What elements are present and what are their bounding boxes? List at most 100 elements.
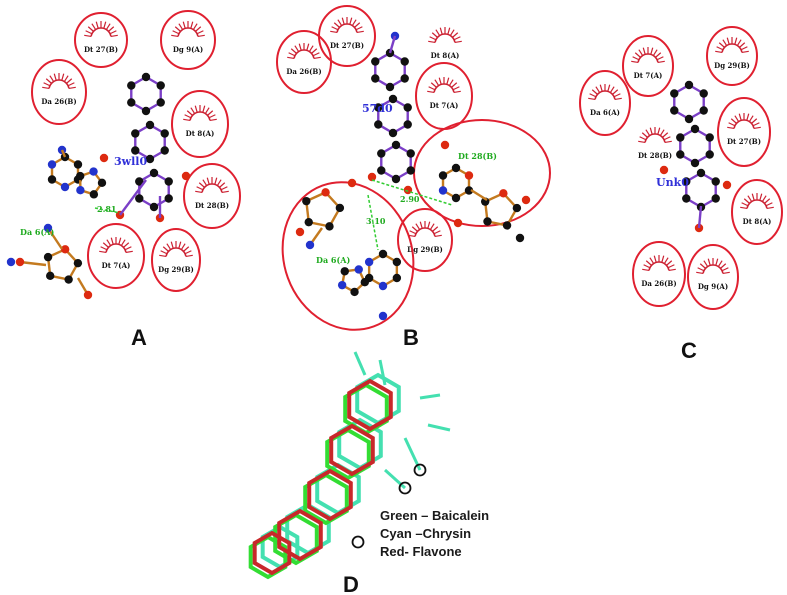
- hbond-line: [367, 194, 379, 251]
- atom: [156, 98, 165, 107]
- hydrophobic-arc: [594, 90, 616, 100]
- legend-baicalein: Green – Baicalein: [380, 508, 489, 523]
- atom: [403, 120, 412, 129]
- hydrophobic-spoke: [105, 23, 111, 30]
- atom: [321, 188, 330, 197]
- hydrophobic-arc: [48, 79, 70, 89]
- hydrophobic-spoke: [183, 246, 190, 252]
- residue-label: Dg 29(B): [407, 245, 443, 254]
- hydrophobic-arc: [165, 247, 187, 257]
- hydrophobic-spoke: [639, 136, 647, 141]
- residue-contact: Da 26(B): [31, 59, 87, 125]
- hydrophobic-spoke: [306, 43, 310, 51]
- hydrophobic-spoke: [659, 129, 665, 136]
- hydrophobic-spoke: [351, 19, 357, 26]
- residue-circle: [717, 97, 771, 167]
- hydrophobic-spoke: [747, 195, 753, 202]
- hbond-distance-b1: 2.90: [400, 194, 420, 204]
- hydrophobic-spoke: [653, 255, 657, 263]
- hydrophobic-spoke: [312, 52, 320, 57]
- atom: [89, 190, 99, 199]
- wire-ring: [277, 508, 323, 562]
- hydrophobic-spoke: [209, 118, 217, 122]
- hydrophobic-spoke: [63, 75, 69, 82]
- atom: [135, 194, 144, 203]
- hydrophobic-spoke: [349, 17, 353, 25]
- atom: [406, 166, 415, 175]
- hydrophobic-spoke: [221, 190, 229, 194]
- atom: [64, 275, 73, 284]
- hydrophobic-spoke: [207, 110, 214, 116]
- hydrophobic-arc: [433, 83, 455, 93]
- hydrophobic-spoke: [734, 115, 740, 122]
- hydrophobic-spoke: [415, 223, 421, 230]
- hydrophobic-spoke: [454, 40, 462, 44]
- atom: [305, 240, 315, 250]
- wire-bond: [427, 423, 451, 432]
- wire-flavone: [252, 378, 393, 576]
- hydrophobic-spoke: [699, 263, 706, 269]
- residue-label: Dt 28(B): [638, 151, 672, 160]
- hydrophobic-spoke: [202, 105, 206, 113]
- hydrophobic-spoke: [452, 86, 460, 91]
- atom: [391, 174, 401, 184]
- residue-dt28-b: [438, 140, 531, 243]
- hydrophobic-spoke: [95, 21, 99, 29]
- residue-label: Dt 8(A): [743, 217, 772, 226]
- residue-contact: Dg 29(B): [151, 228, 201, 292]
- atom: [400, 57, 409, 66]
- atom: [684, 80, 694, 90]
- hydrophobic-spoke: [103, 21, 107, 29]
- atom: [99, 153, 109, 163]
- residue-label: Dg 29(B): [158, 265, 194, 274]
- hydrophobic-spoke: [192, 23, 198, 30]
- bond: [47, 227, 63, 250]
- hydrophobic-spoke: [748, 115, 754, 122]
- residue-label: Dt 27(B): [727, 137, 761, 146]
- residue-circle: [415, 62, 473, 130]
- hydrophobic-spoke: [428, 86, 436, 91]
- hydrophobic-spoke: [162, 246, 169, 252]
- hydrophobic-spoke: [607, 84, 611, 92]
- molecules-layer: [6, 31, 732, 321]
- residue-da6-a: [6, 145, 121, 300]
- residue-contact: Dt 8(A): [731, 179, 783, 245]
- hydrophobic-spoke: [429, 36, 437, 41]
- hydrophobic-arc: [721, 43, 743, 53]
- atom: [131, 146, 140, 155]
- hydrophobic-spoke: [49, 75, 55, 82]
- atom: [438, 171, 448, 180]
- oxygen-marker: [351, 535, 365, 549]
- hydrophobic-spoke: [696, 271, 704, 275]
- residue-contact: Dt 8(A): [428, 27, 462, 60]
- hydrophobic-arc: [201, 183, 223, 193]
- residue-circle: [318, 5, 376, 67]
- atom: [371, 74, 380, 83]
- hydrophobic-spoke: [766, 206, 774, 210]
- atom: [499, 189, 508, 198]
- hydrophobic-spoke: [356, 30, 364, 34]
- hydrophobic-spoke: [632, 56, 640, 61]
- hydrophobic-spoke: [453, 36, 461, 41]
- residue-label: Da 6(A): [590, 108, 620, 117]
- atom: [347, 178, 357, 188]
- bond: [470, 188, 488, 202]
- ligand-c: [659, 80, 732, 233]
- hydrophobic-arc: [637, 53, 659, 63]
- hydrophobic-spoke: [746, 113, 750, 121]
- residue-circle: [706, 26, 758, 86]
- atom: [377, 166, 386, 175]
- atom: [149, 202, 159, 212]
- hydrophobic-spoke: [736, 39, 742, 46]
- atom: [75, 171, 85, 181]
- hydrophobic-spoke: [664, 140, 672, 144]
- residue-contact: Dt 7(A): [415, 62, 473, 130]
- hydrophobic-arc: [746, 199, 768, 209]
- hydrophobic-spoke: [84, 34, 92, 38]
- hydrophobic-spoke: [206, 177, 210, 185]
- residue-contact: Da 26(B): [632, 241, 686, 307]
- hydrophobic-spoke: [184, 250, 192, 255]
- hydrophobic-spoke: [433, 230, 441, 235]
- hydrophobic-arc: [90, 27, 112, 37]
- hydrophobic-spoke: [183, 118, 191, 122]
